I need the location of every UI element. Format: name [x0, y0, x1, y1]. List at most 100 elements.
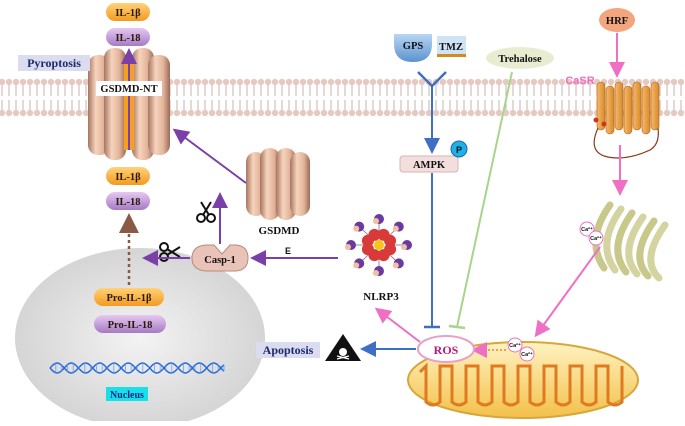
- trehalose-label: Trehalose: [498, 54, 542, 65]
- lipid-head: [523, 78, 531, 86]
- lipid-head: [250, 109, 258, 117]
- nucleus-label-bg: [106, 387, 148, 401]
- lipid-head: [586, 78, 594, 86]
- lipid-head: [26, 109, 34, 117]
- lipid-head: [278, 78, 286, 86]
- lipid-head: [75, 109, 83, 117]
- lipid-head: [271, 78, 279, 86]
- lipid-head: [544, 109, 552, 117]
- gsdmd-nt-label-bg: [96, 81, 162, 96]
- lipid-head: [411, 109, 419, 117]
- lipid-head: [341, 78, 349, 86]
- lipid-head: [306, 78, 314, 86]
- lipid-head: [215, 78, 223, 86]
- lipid-head: [516, 109, 524, 117]
- nucleus-label: Nucleus: [110, 390, 144, 401]
- lipid-head: [446, 78, 454, 86]
- casp1-label: Casp-1: [204, 255, 236, 266]
- mitochondrion: [407, 341, 639, 419]
- lipid-head: [12, 78, 20, 86]
- lipid-head: [194, 109, 202, 117]
- lipid-head: [474, 78, 482, 86]
- lipid-head: [215, 109, 223, 117]
- phospho-label: P: [456, 145, 462, 155]
- lipid-head: [432, 109, 440, 117]
- lipid-head: [61, 109, 69, 117]
- lipid-head: [467, 109, 475, 117]
- lipid-head: [19, 78, 27, 86]
- casr-helix: [632, 81, 642, 131]
- nlrp3-card: [373, 270, 379, 276]
- casr-helix: [596, 81, 606, 131]
- lipid-head: [376, 109, 384, 117]
- apoptosis-label-bg: [256, 342, 320, 358]
- lipid-head: [26, 78, 34, 86]
- lipid-head: [670, 109, 678, 117]
- calcium-ions-er: [579, 221, 604, 246]
- nlrp3-nacht: [361, 243, 374, 256]
- ca-label-er-1: Ca²⁺: [581, 226, 593, 233]
- lipid-head: [509, 109, 517, 117]
- gsdmd-nt-pore: [88, 48, 170, 160]
- lipid-head: [418, 78, 426, 86]
- lipid-head: [516, 78, 524, 86]
- lipid-head: [222, 78, 230, 86]
- nlrp3-card: [353, 225, 360, 232]
- lipid-head: [460, 109, 468, 117]
- casr-receptor: [593, 81, 660, 159]
- lipid-head: [488, 78, 496, 86]
- il18-pill-top: [106, 28, 150, 46]
- lipid-head: [453, 78, 461, 86]
- lipid-head: [439, 109, 447, 117]
- lipid-head: [579, 109, 587, 117]
- lipid-head: [292, 109, 300, 117]
- lipid-head: [54, 109, 62, 117]
- lipid-head: [474, 109, 482, 117]
- lipid-head: [236, 78, 244, 86]
- pyroptosis-label: Pyroptosis: [27, 56, 81, 70]
- lipid-head: [355, 78, 363, 86]
- lipid-head: [362, 109, 370, 117]
- lipid-head: [369, 78, 377, 86]
- lipid-head: [278, 109, 286, 117]
- lipid-head: [82, 78, 90, 86]
- il18-label-lower: IL-18: [115, 197, 140, 208]
- e-label: E: [285, 246, 291, 256]
- lipid-head: [0, 78, 6, 86]
- scissors-icon: [196, 201, 216, 223]
- trehalose-shape: [486, 47, 554, 69]
- lipid-head: [355, 109, 363, 117]
- il18-pill-lower: [106, 192, 150, 210]
- il1b-pill-top: [106, 3, 150, 21]
- lipid-head: [180, 109, 188, 117]
- casr-helix: [614, 81, 624, 131]
- arrow-gsdmd-to-nt: [172, 128, 247, 184]
- lipid-head: [313, 78, 321, 86]
- ros-label: ROS: [434, 343, 459, 357]
- il18-label-top: IL-18: [115, 33, 140, 44]
- lipid-head: [187, 109, 195, 117]
- er-cisterna: [625, 213, 647, 278]
- casr-helix: [641, 85, 651, 135]
- skull-hazard-icon: [325, 334, 361, 361]
- lipid-head: [243, 109, 251, 117]
- lipid-head: [187, 78, 195, 86]
- lipid-head: [194, 78, 202, 86]
- lipid-head: [285, 78, 293, 86]
- lipid-head: [334, 78, 342, 86]
- nucleus: [15, 248, 265, 426]
- lipid-head: [565, 78, 573, 86]
- pyroptosis-label-bg: [18, 55, 90, 71]
- arrow-ros-to-nlrp3: [374, 307, 421, 343]
- nlrp3-card: [353, 262, 360, 269]
- lipid-head: [642, 78, 650, 86]
- pro-il1b-label: Pro-IL-1β: [107, 293, 152, 304]
- lipid-head: [481, 78, 489, 86]
- lipid-head: [334, 109, 342, 117]
- lipid-head: [264, 78, 272, 86]
- lipid-head: [327, 109, 335, 117]
- apoptosis-label: Apoptosis: [263, 343, 314, 357]
- lipid-head: [47, 109, 55, 117]
- gsdmd-pore: [246, 148, 310, 220]
